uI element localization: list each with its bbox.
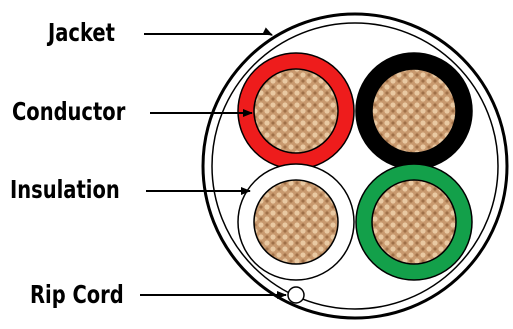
- rip-cord: [287, 286, 305, 304]
- jacket-arrow: [262, 27, 273, 36]
- label-rip-cord: Rip Cord: [30, 280, 124, 309]
- conductor-red: [237, 52, 355, 170]
- label-conductor: Conductor: [12, 97, 126, 126]
- conductor-white: [237, 163, 355, 281]
- label-insulation: Insulation: [10, 175, 120, 204]
- jacket-inner-ring: [211, 22, 499, 310]
- conductor-green: [355, 163, 473, 281]
- conductor-black: [355, 52, 473, 170]
- label-jacket: Jacket: [48, 18, 115, 47]
